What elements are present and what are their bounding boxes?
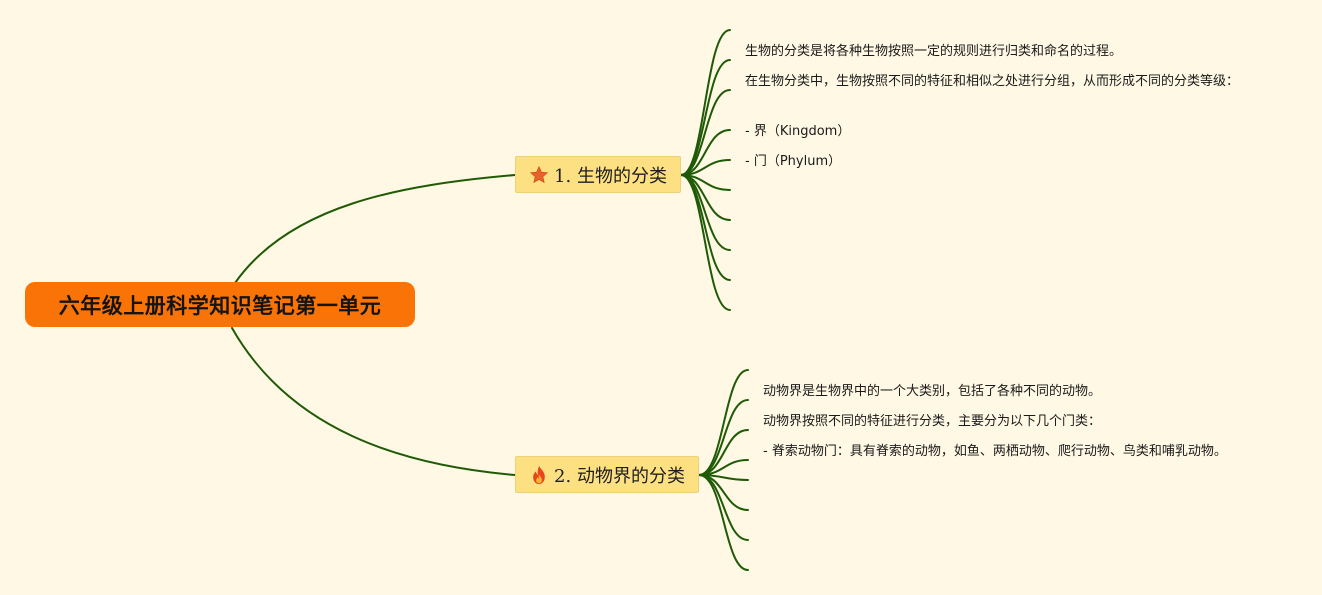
fire-icon (529, 465, 549, 485)
branch-topic-classification[interactable]: 1. 生物的分类 (515, 156, 681, 193)
branch-topic-label: 1. 生物的分类 (554, 165, 667, 187)
leaf-topic[interactable]: 生物的分类是将各种生物按照一定的规则进行归类和命名的过程。 (745, 44, 1123, 59)
connector-root-branch-2 (231, 327, 516, 476)
star-icon (529, 165, 549, 185)
leaf-topic[interactable]: 动物界是生物界中的一个大类别，包括了各种不同的动物。 (763, 384, 1102, 399)
root-topic-label: 六年级上册科学知识笔记第一单元 (58, 293, 382, 318)
leaf-topic[interactable]: 动物界按照不同的特征进行分类，主要分为以下几个门类： (763, 414, 1102, 429)
connector-fan-branch-2 (698, 369, 749, 571)
branch-topic-label: 2. 动物界的分类 (554, 465, 685, 487)
connector-fan-branch-1 (680, 29, 731, 311)
leaf-topic[interactable]: 在生物分类中，生物按照不同的特征和相似之处进行分组，从而形成不同的分类等级： (745, 74, 1240, 89)
leaf-topic[interactable]: - 界（Kingdom） (745, 124, 851, 139)
root-topic[interactable]: 六年级上册科学知识笔记第一单元 (25, 282, 415, 327)
leaf-topic[interactable]: - 脊索动物门：具有脊索的动物，如鱼、两栖动物、爬行动物、鸟类和哺乳动物。 (763, 444, 1227, 459)
leaf-topic[interactable]: - 门（Phylum） (745, 154, 842, 169)
branch-topic-animal-kingdom[interactable]: 2. 动物界的分类 (515, 456, 699, 493)
connector-root-branch-1 (234, 174, 516, 284)
